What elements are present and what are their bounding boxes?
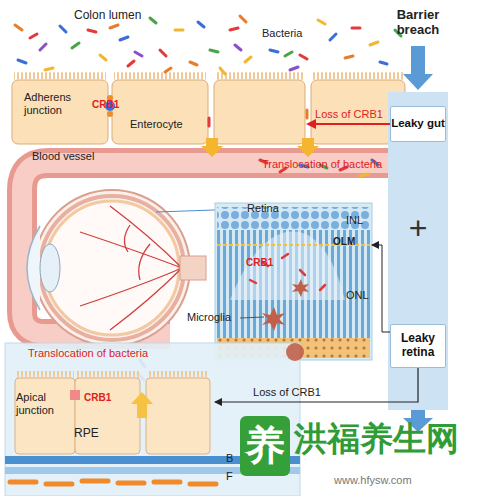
microvilli: [77, 371, 139, 378]
optic-nerve: [180, 256, 206, 280]
text-label: 养: [241, 422, 289, 468]
cornea: [27, 226, 40, 310]
node-text: OLM: [333, 236, 355, 248]
text-label: F: [226, 470, 233, 483]
microvilli: [16, 371, 74, 378]
text-label: 洪福养生网: [294, 420, 459, 458]
node-text: ONL: [346, 289, 369, 302]
microvilli: [313, 72, 403, 80]
text-label: B: [226, 452, 233, 465]
rpe-inset-frame: [5, 343, 300, 496]
adherens-junction: [107, 111, 113, 117]
text-label: Retina: [247, 202, 279, 215]
node-text: Microglia: [187, 311, 231, 324]
node-text: Apical junction: [16, 391, 68, 416]
rpe-cell: [146, 378, 210, 454]
muller-glia: [230, 231, 345, 300]
inner-nuclear-layer: [217, 207, 370, 229]
retina-inset: INLOLMCRB1ONLMicroglia: [215, 203, 372, 360]
microglia-cell: [262, 307, 285, 331]
magnifier-spot: [286, 343, 304, 361]
node-text: INL: [346, 214, 363, 227]
flow-arrow: [403, 46, 433, 90]
text-label: Translocation of bacteria: [262, 158, 382, 171]
process-box: Leaky gut: [390, 106, 446, 142]
retinal-vessels: [80, 206, 182, 330]
connector-arrow: [308, 123, 390, 125]
choroid-vessels: [10, 481, 216, 484]
retina-layer: [45, 201, 179, 335]
enterocyte-cell: [112, 80, 208, 144]
microvilli: [14, 72, 106, 80]
node-text: Leaky retina: [391, 332, 445, 360]
edge-label: Loss of CRB1: [315, 108, 383, 121]
leader-line: [240, 317, 264, 318]
node-text: CRB1: [246, 257, 273, 269]
watermark-logo: [240, 416, 290, 476]
rpe-cell: [15, 378, 75, 454]
node-text: Translocation of bacteria: [28, 347, 148, 360]
translocation-arrow: [297, 138, 319, 157]
rpe-inset: Translocation of bacteriaApical junction…: [8, 345, 215, 457]
eyeball: [34, 190, 190, 346]
translocation-arrow: [131, 392, 153, 418]
text-label: Bacteria: [262, 27, 302, 40]
process-box: Leaky retina: [390, 324, 446, 368]
node-text: +: [388, 210, 448, 247]
process-band: + Leaky gutLeaky retina: [388, 92, 448, 410]
bacteria: [15, 16, 353, 118]
text-label: Barrier breach: [386, 8, 450, 38]
apical-junction: [70, 390, 80, 400]
rpe-cell: [75, 378, 140, 454]
enterocyte-cell: [12, 80, 108, 144]
microvilli: [114, 72, 206, 80]
text-label: www.hfysw.com: [334, 474, 412, 487]
node-text: CRB1: [84, 392, 111, 404]
microglia-cell: [292, 279, 309, 297]
gut-epithelium: Adherens junction CRB1Enterocyte: [8, 72, 308, 144]
bacteria: [30, 28, 360, 172]
node-text: Enterocyte: [130, 118, 183, 131]
text-label: Colon lumen: [74, 9, 141, 23]
node-text: Adherens junction: [24, 91, 88, 116]
choroid: [40, 196, 184, 340]
translocation-arrow: [201, 138, 223, 157]
retina-inset-frame: [215, 203, 372, 360]
lens: [40, 244, 60, 292]
enterocyte-cell: [214, 80, 305, 144]
bacteria: [72, 18, 401, 168]
microvilli: [216, 72, 304, 80]
bacteria: [18, 22, 387, 367]
photoreceptors: [217, 230, 370, 338]
bacteria: [45, 20, 378, 176]
node-text: RPE: [74, 427, 99, 441]
node-text: CRB1: [92, 99, 119, 111]
edge-label: Loss of CRB1: [253, 386, 321, 399]
text-label: Blood vessel: [32, 150, 94, 163]
node-text: Leaky gut: [391, 117, 445, 130]
microvilli: [147, 371, 209, 378]
